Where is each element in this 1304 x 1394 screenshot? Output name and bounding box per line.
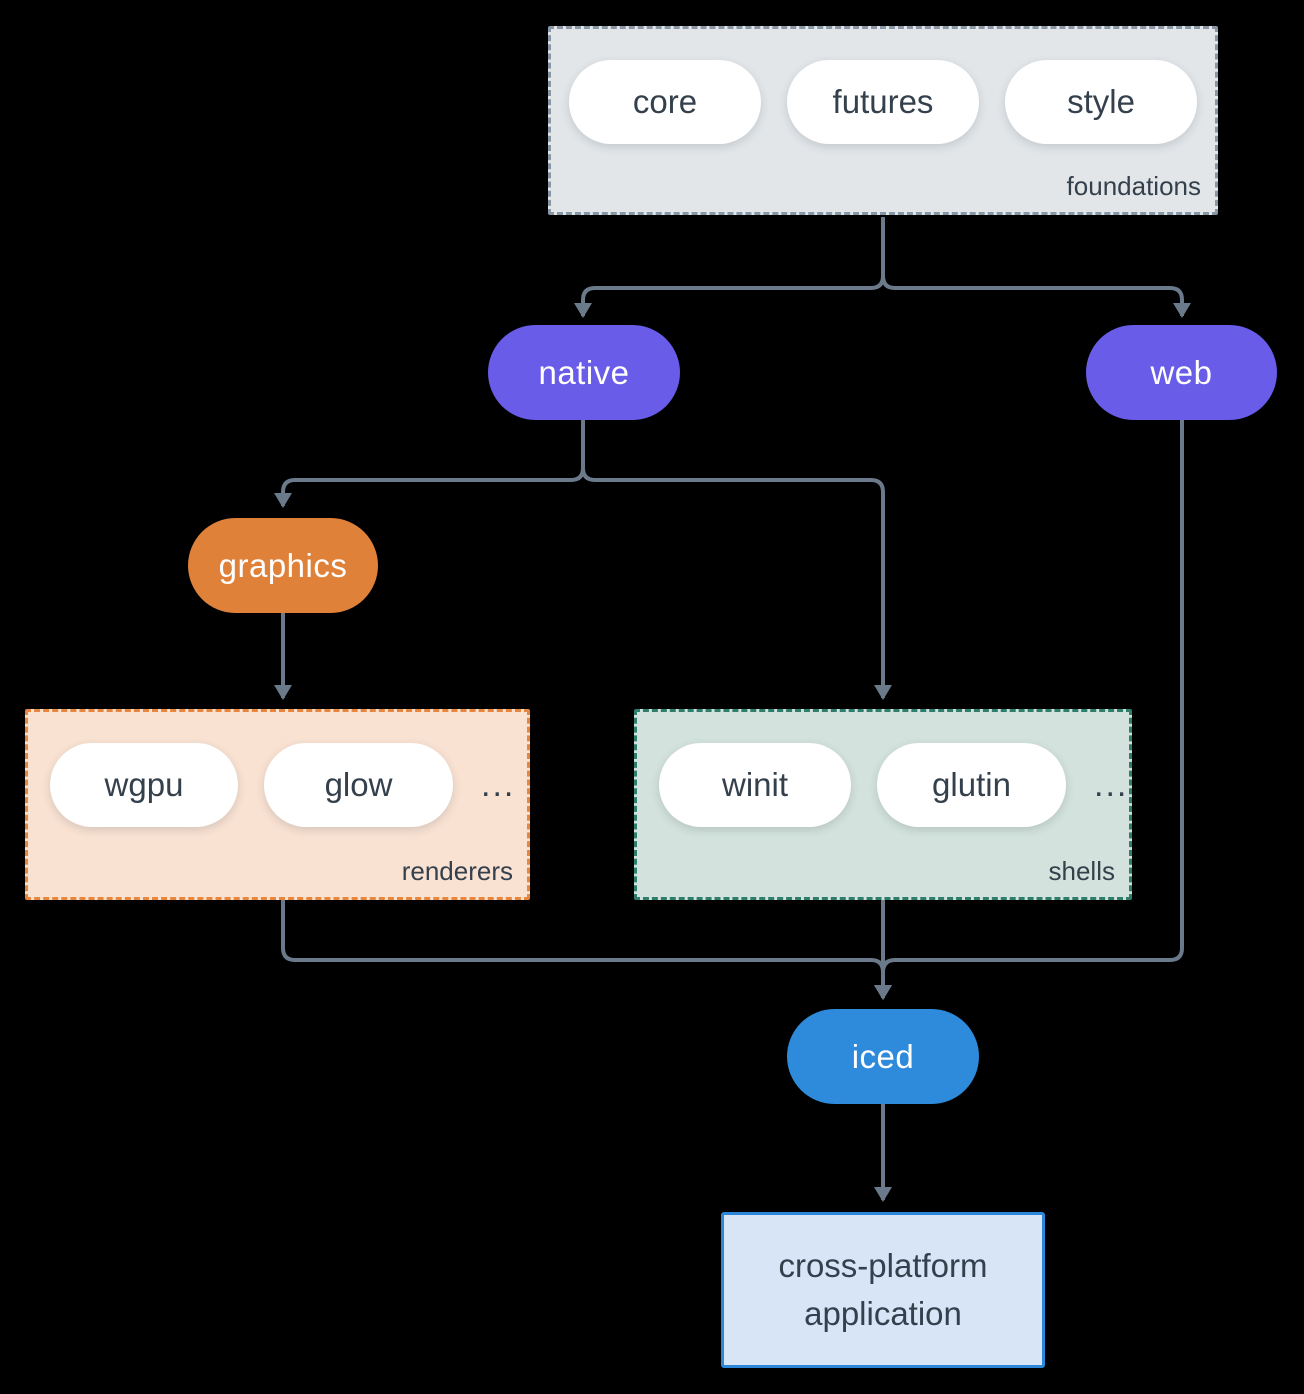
arrow-foundations-to-web	[881, 217, 1191, 318]
app-box-line1: cross-platform	[778, 1247, 988, 1285]
arrow-renderers-to-iced	[281, 900, 892, 1000]
node-glow: glow	[264, 743, 453, 827]
renderers-ellipsis: ...	[481, 765, 516, 804]
foundations-group: core futures style foundations	[548, 26, 1218, 215]
arrow-native-to-shells	[581, 420, 892, 700]
renderers-group-label: renderers	[401, 856, 513, 886]
node-web: web	[1086, 325, 1277, 420]
node-native: native	[488, 325, 680, 420]
renderers-group: wgpu glow ... renderers	[25, 709, 530, 900]
arrow-native-to-graphics	[274, 420, 585, 508]
shells-pill-row: winit glutin ...	[637, 743, 1129, 827]
foundations-pill-row: core futures style	[551, 60, 1215, 144]
node-core: core	[569, 60, 761, 144]
node-wgpu: wgpu	[50, 743, 238, 827]
node-futures: futures	[787, 60, 979, 144]
shells-ellipsis: ...	[1094, 765, 1129, 804]
node-graphics: graphics	[188, 518, 378, 613]
node-iced: iced	[787, 1009, 979, 1104]
app-box-line2: application	[804, 1295, 962, 1332]
arrow-foundations-to-native	[574, 217, 885, 318]
cross-platform-application-box: cross-platform application	[721, 1212, 1045, 1368]
shells-group-label: shells	[1048, 856, 1115, 886]
foundations-group-label: foundations	[1066, 171, 1201, 201]
shells-group: winit glutin ... shells	[634, 709, 1132, 900]
renderers-pill-row: wgpu glow ...	[28, 743, 527, 827]
node-style: style	[1005, 60, 1197, 144]
node-glutin: glutin	[877, 743, 1066, 827]
node-winit: winit	[659, 743, 851, 827]
